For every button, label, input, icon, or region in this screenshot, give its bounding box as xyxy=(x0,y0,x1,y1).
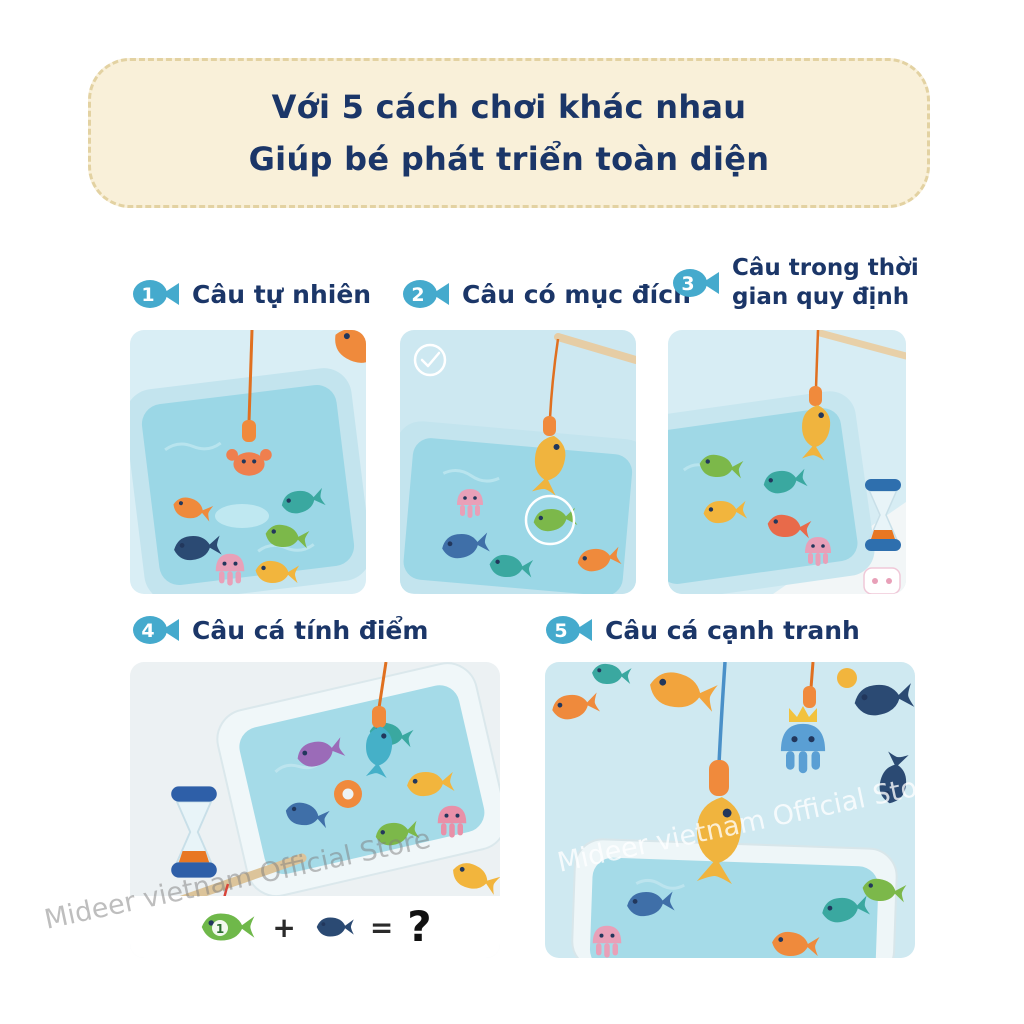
badge-number: 2 xyxy=(411,284,424,306)
jellyfish-piece xyxy=(215,553,245,586)
fish-number-badge: 1 xyxy=(133,280,179,308)
plus-sign: + xyxy=(272,910,296,944)
equals-sign: = xyxy=(369,910,394,944)
badge-number: 3 xyxy=(681,273,694,295)
method-5-header: 5 Câu cá cạnh tranh xyxy=(545,612,860,648)
crown-icon xyxy=(789,706,817,722)
jellyfish-piece xyxy=(805,537,831,566)
tile-piece xyxy=(863,567,901,594)
fishing-tray xyxy=(130,368,366,594)
check-icon xyxy=(413,343,447,377)
method-2-label: Câu có mục đích xyxy=(462,279,691,309)
equation-fish-2 xyxy=(316,917,354,937)
equation-fish-1: 1 xyxy=(202,913,255,941)
method-1-label: Câu tự nhiên xyxy=(192,279,372,309)
fishing-tray xyxy=(216,662,500,898)
fish-number-badge: 5 xyxy=(546,616,592,644)
fishing-line xyxy=(809,330,822,406)
photo-method-2 xyxy=(400,330,636,594)
badge-number: 1 xyxy=(141,284,154,306)
score-equation: 1 + = ? xyxy=(130,896,500,958)
banner: Với 5 cách chơi khác nhau Giúp bé phát t… xyxy=(88,58,930,208)
method-4-label: Câu cá tính điểm xyxy=(192,615,429,645)
method-3-label-line-2: gian quy định xyxy=(732,283,910,310)
main-fishing-line xyxy=(709,662,729,796)
method-3-label: Câu trong thời gian quy định xyxy=(732,254,919,312)
badge-number: 5 xyxy=(554,620,567,642)
jellyfish-piece xyxy=(437,805,467,838)
chip-piece xyxy=(837,668,857,688)
banner-line-1: Với 5 cách chơi khác nhau xyxy=(271,88,747,126)
method-5-label: Câu cá cạnh tranh xyxy=(605,615,860,645)
method-2-header: 2 Câu có mục đích xyxy=(402,276,691,312)
fishing-rod xyxy=(554,333,636,364)
jellyfish-piece xyxy=(592,925,622,958)
method-4-header: 4 Câu cá tính điểm xyxy=(132,612,428,648)
badge-number: 4 xyxy=(141,620,154,642)
photo-method-4: 1 + = ? xyxy=(130,662,500,958)
fishing-line xyxy=(543,338,560,436)
equation-fish-1-number: 1 xyxy=(216,922,224,936)
method-3-label-line-1: Câu trong thời xyxy=(732,255,919,281)
fishing-line xyxy=(242,330,256,442)
fish-number-badge: 2 xyxy=(403,280,449,308)
photo-method-3 xyxy=(668,330,906,594)
donut-piece xyxy=(334,780,362,808)
photo-method-1 xyxy=(130,330,366,594)
fish-number-badge: 4 xyxy=(133,616,179,644)
photo-method-5 xyxy=(545,662,915,958)
fish-number-badge: 3 xyxy=(673,268,719,297)
rival-fishing-line xyxy=(803,662,816,708)
method-1-header: 1 Câu tự nhiên xyxy=(132,276,371,312)
question-mark: ? xyxy=(407,902,432,951)
water-splash xyxy=(215,504,269,528)
fishing-line xyxy=(372,662,388,728)
crown-fish-piece xyxy=(780,706,826,774)
banner-line-2: Giúp bé phát triển toàn diện xyxy=(248,140,770,178)
method-3-header: 3 Câu trong thời gian quy định xyxy=(672,254,919,312)
jellyfish-piece xyxy=(457,489,483,518)
fishing-rod xyxy=(816,330,906,360)
target-circle xyxy=(524,494,576,546)
